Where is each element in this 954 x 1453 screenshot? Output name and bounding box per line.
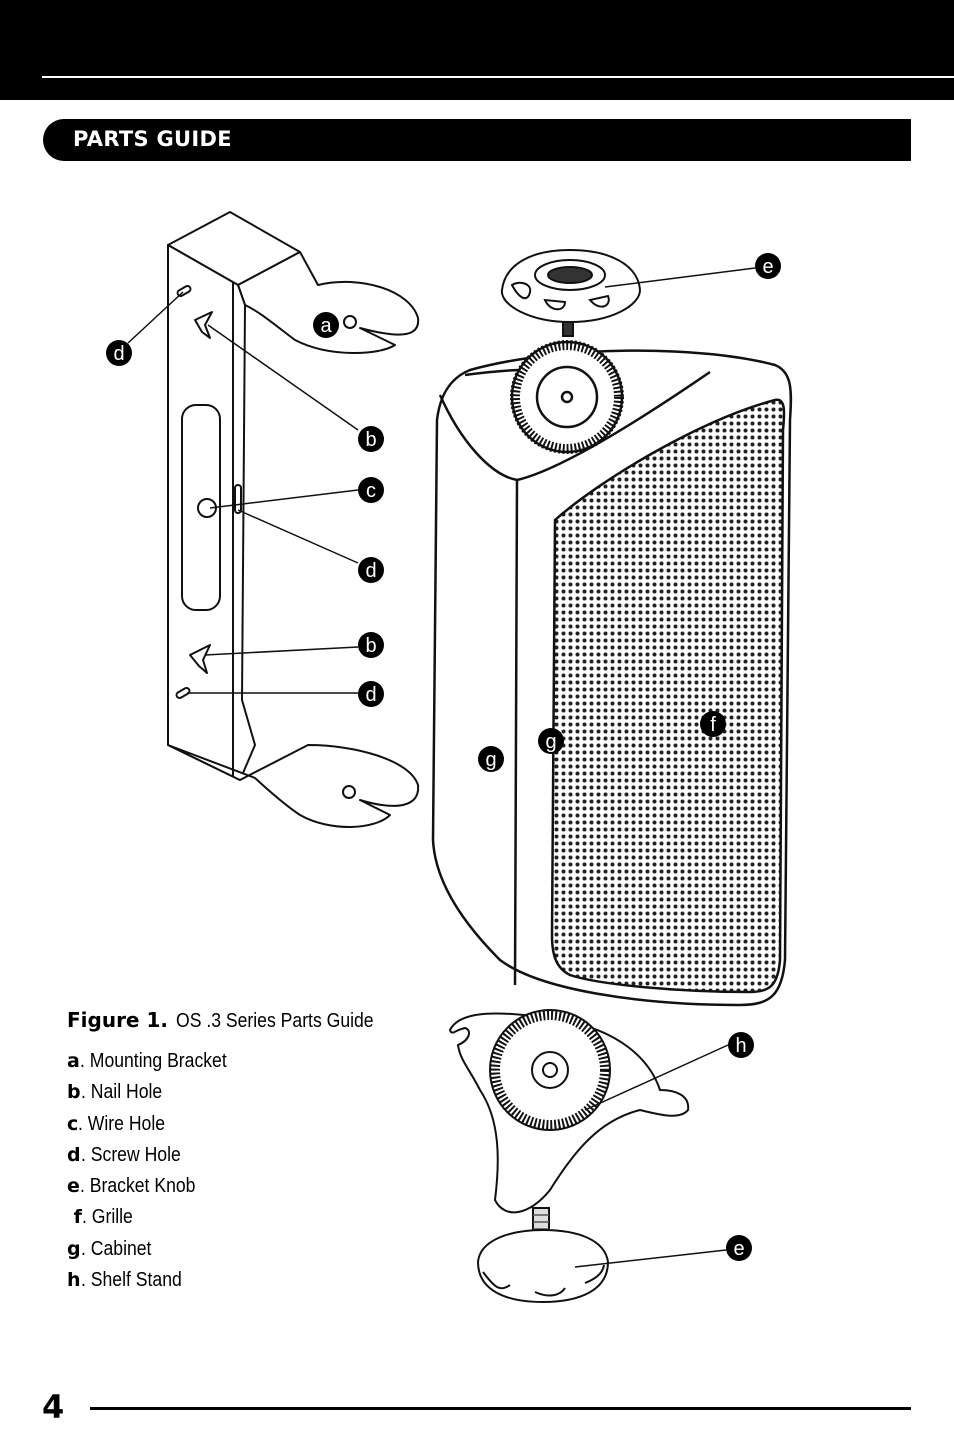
section-header-bar: PARTS GUIDE <box>43 119 911 161</box>
section-title: PARTS GUIDE <box>73 127 232 151</box>
legend-desc: . Cabinet <box>80 1237 152 1260</box>
legend-item: c. Wire Hole <box>67 1113 247 1144</box>
legend-item: g. Cabinet <box>67 1238 247 1269</box>
figure-label: Figure 1. <box>67 1008 168 1032</box>
callout-g-side: g <box>478 746 504 772</box>
mounting-bracket <box>167 211 420 828</box>
callout-d-bottom: d <box>358 681 384 707</box>
callout-g-side-label: g <box>485 749 496 771</box>
legend-item: d. Screw Hole <box>67 1144 247 1175</box>
callout-d-top: d <box>106 340 132 366</box>
callout-b-bottom: b <box>358 632 384 658</box>
figure-title: OS .3 Series Parts Guide <box>176 1010 375 1032</box>
legend-key: e <box>67 1175 80 1198</box>
callout-d-bottom-label: d <box>365 684 376 706</box>
callout-a-label: a <box>320 315 332 337</box>
callout-d-top-label: d <box>113 343 124 365</box>
callout-g-grille: g <box>538 728 564 754</box>
legend-item: h. Shelf Stand <box>67 1269 247 1300</box>
callout-d-middle-label: d <box>365 560 376 582</box>
callout-a: a <box>313 312 339 338</box>
callout-g-grille-label: g <box>545 731 556 753</box>
callout-e-bottom: e <box>726 1235 752 1261</box>
legend-desc: . Wire Hole <box>78 1112 166 1135</box>
legend-key: g <box>67 1237 81 1260</box>
callout-b-bottom-label: b <box>365 635 376 657</box>
top-rule <box>42 76 954 78</box>
legend-key: d <box>67 1143 81 1166</box>
legend-desc: . Nail Hole <box>80 1081 162 1104</box>
legend-key: c <box>67 1112 79 1135</box>
legend-item: a. Mounting Bracket <box>67 1050 247 1081</box>
top-band <box>0 0 954 100</box>
legend-key: b <box>67 1081 81 1104</box>
legend-item: b. Nail Hole <box>67 1081 247 1112</box>
figure-caption: Figure 1. OS .3 Series Parts Guide <box>67 1008 401 1033</box>
callout-d-middle: d <box>358 557 384 583</box>
bracket-knob-bottom <box>476 1207 610 1304</box>
leader-lines <box>127 267 756 1268</box>
legend-item: f. Grille <box>67 1206 247 1237</box>
legend-key: h <box>67 1269 81 1292</box>
callout-c: c <box>358 477 384 503</box>
legend-item: e. Bracket Knob <box>67 1175 247 1206</box>
shelf-stand <box>448 1009 690 1214</box>
callout-h-label: h <box>735 1035 746 1057</box>
legend-desc: . Mounting Bracket <box>79 1050 227 1072</box>
speaker-cabinet <box>431 340 793 1007</box>
legend-key: f <box>67 1206 82 1229</box>
callout-f-label: f <box>710 714 716 736</box>
callout-e-bottom-label: e <box>733 1238 744 1260</box>
callout-e-top-label: e <box>762 256 773 278</box>
callout-e-top: e <box>755 253 781 279</box>
legend-desc: . Shelf Stand <box>80 1269 182 1292</box>
legend-desc: . Bracket Knob <box>79 1175 196 1198</box>
callout-c-label: c <box>366 480 376 502</box>
page-number: 4 <box>42 1388 65 1426</box>
legend-key: a <box>67 1050 80 1072</box>
bottom-rule <box>90 1407 911 1410</box>
callout-f: f <box>700 711 726 737</box>
legend-desc: . Grille <box>81 1206 133 1229</box>
callout-b-top: b <box>358 426 384 452</box>
callout-b-top-label: b <box>365 429 376 451</box>
bracket-knob-top <box>500 248 642 337</box>
legend-desc: . Screw Hole <box>80 1143 181 1166</box>
callout-h: h <box>728 1032 754 1058</box>
parts-legend: a. Mounting Bracket b. Nail Hole c. Wire… <box>67 1050 247 1300</box>
